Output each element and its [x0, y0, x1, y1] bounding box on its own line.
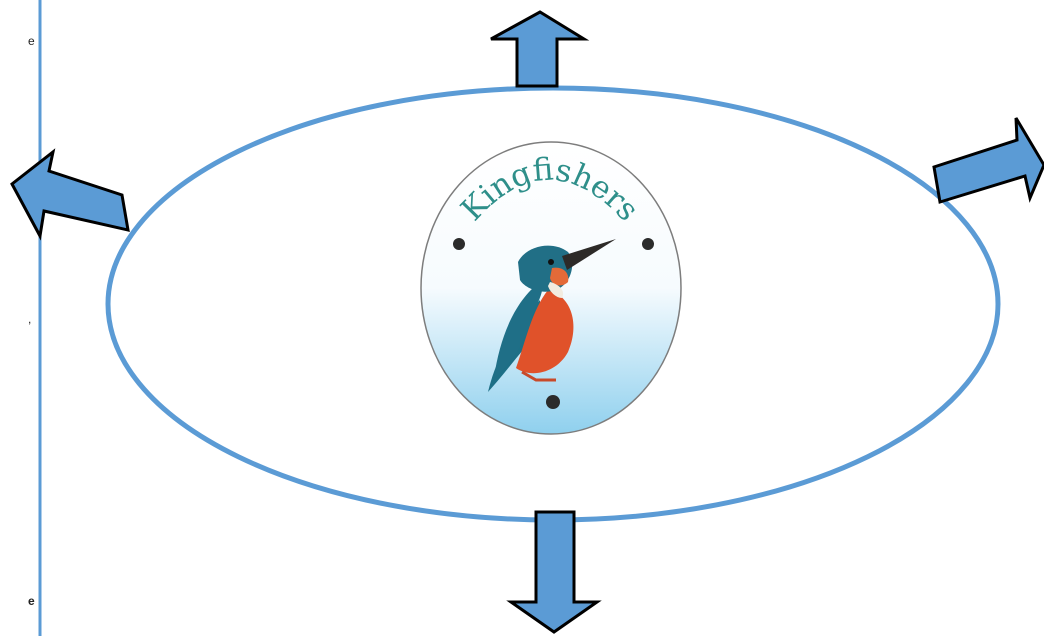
margin-fragment-2: , [28, 312, 32, 326]
arrow-down [506, 510, 602, 634]
arrow-left [10, 148, 130, 241]
arrow-right [932, 117, 1044, 204]
logo-dot-left [453, 238, 465, 250]
logo-dot-bottom [546, 395, 560, 409]
margin-fragment-3: e [28, 594, 35, 608]
arrow-up [490, 10, 590, 88]
kingfisher-logo: Kingfishers [420, 141, 682, 435]
logo-dot-right [642, 238, 654, 250]
margin-fragment-1: e [28, 34, 35, 48]
kingfisher-bird-icon [488, 239, 616, 392]
